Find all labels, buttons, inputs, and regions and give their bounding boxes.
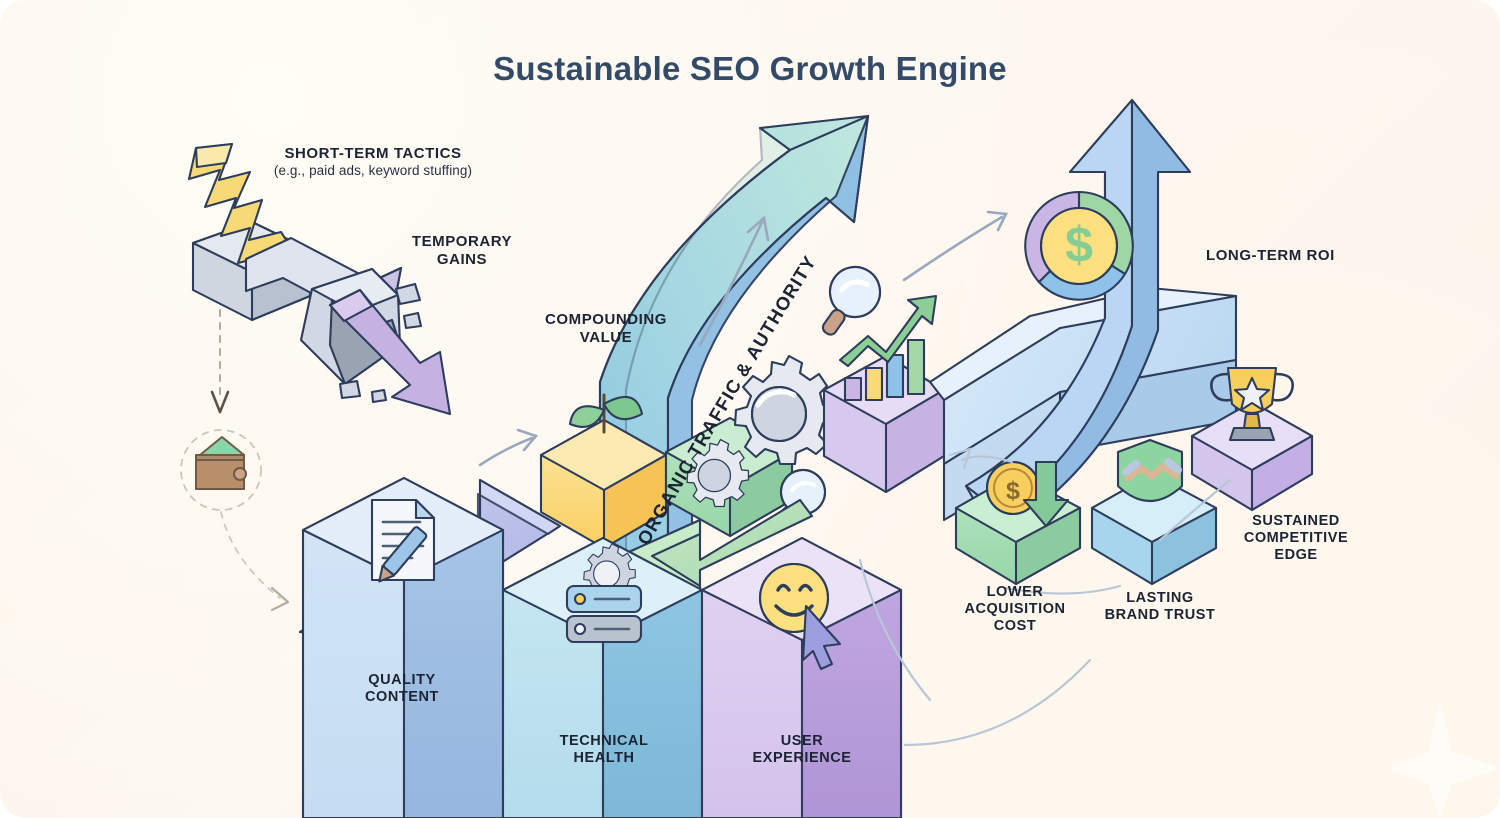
server-gear-icon	[565, 543, 643, 644]
compounding-value-box	[539, 418, 668, 550]
document-pencil-icon	[370, 498, 436, 583]
label-short-term-tactics: SHORT-TERM TACTICS (e.g., paid ads, keyw…	[248, 145, 498, 179]
label-short-term-tactics-sub: (e.g., paid ads, keyword stuffing)	[273, 162, 473, 178]
label-technical-health: TECHNICAL HEALTH	[559, 733, 649, 767]
label-temporary-gains: TEMPORARY GAINS	[411, 233, 513, 268]
pillar-technical-health	[501, 536, 704, 818]
page-title: Sustainable SEO Growth Engine	[493, 50, 1007, 87]
decline-arrow-icon	[328, 288, 452, 416]
label-lower-acquisition-cost: LOWER ACQUISITION COST	[964, 584, 1066, 635]
label-sustained-competitive-edge: SUSTAINED COMPETITIVE EDGE	[1243, 513, 1349, 564]
label-quality-content: QUALITY CONTENT	[365, 672, 439, 706]
label-user-experience: USER EXPERIENCE	[752, 733, 852, 767]
label-lasting-brand-trust: LASTING BRAND TRUST	[1104, 590, 1216, 624]
label-long-term-roi: LONG-TERM ROI	[1206, 247, 1335, 264]
trophy-icon	[1210, 366, 1294, 442]
coin-down-arrow-icon: $	[985, 460, 1070, 528]
bar-chart-growth-icon	[838, 294, 938, 402]
gears-icon	[686, 354, 836, 508]
wallet-icon	[195, 436, 247, 490]
sprout-icon	[568, 393, 644, 434]
dollar-donut-chart-icon: $	[1024, 190, 1134, 301]
sparkle-icon	[1386, 700, 1500, 818]
connector-lines	[858, 447, 1232, 747]
label-organic-traffic-authority: ORGANIC TRAFFIC & AUTHORITY	[633, 252, 820, 549]
svg-text:$: $	[1065, 217, 1093, 273]
smiley-cursor-icon	[758, 562, 842, 671]
label-compounding-value: COMPOUNDING VALUE	[545, 311, 667, 346]
accent-arrows	[478, 210, 1008, 467]
magnifier-icon	[773, 265, 882, 532]
shield-handshake-icon	[1116, 438, 1184, 502]
pillar-user-experience	[700, 536, 903, 818]
svg-text:$: $	[1006, 477, 1020, 505]
outcome-box-sustained-competitive-edge	[1190, 400, 1314, 512]
